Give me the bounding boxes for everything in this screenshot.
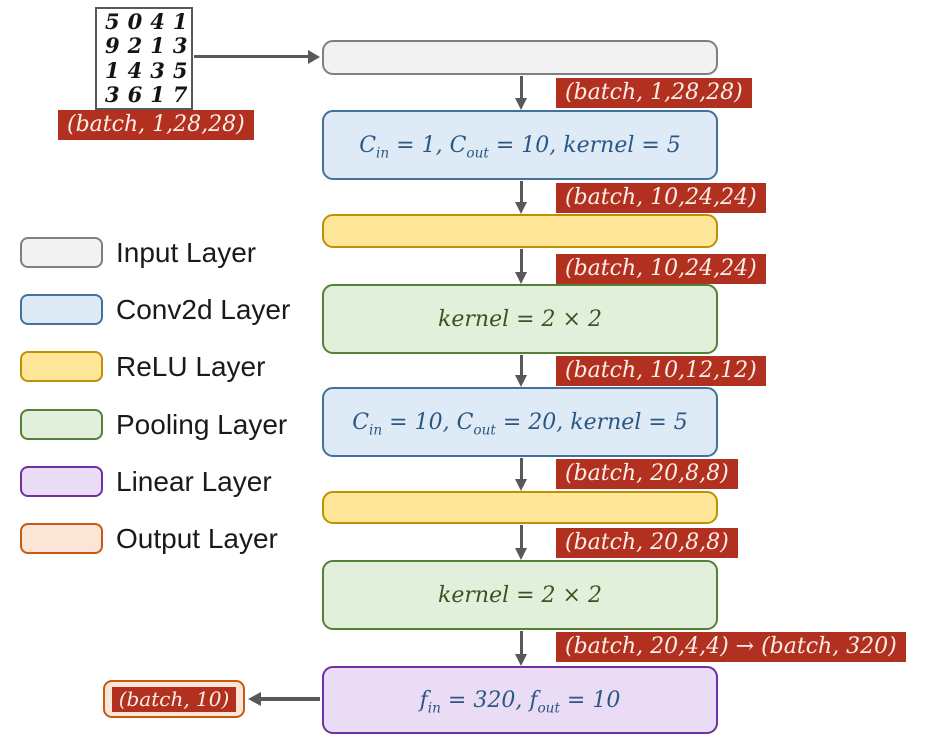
mnist-sample-image: 5041 9213 1435 3617 (95, 7, 193, 110)
legend-label: Conv2d Layer (116, 294, 291, 325)
edge-shape-label: (batch, 20,8,8) (556, 528, 738, 558)
edge-shape-label: (batch, 10,24,24) (556, 183, 766, 213)
linear-layer-swatch (20, 466, 103, 497)
edge-shape-label: (batch, 1,28,28) (556, 78, 752, 108)
conv2d-layer-2-node: Cin = 10, Cout = 20, kernel = 5 (322, 387, 718, 457)
input-layer-swatch (20, 237, 103, 268)
flow-arrow-down (515, 525, 527, 560)
edge-shape-label: (batch, 10,12,12) (556, 356, 766, 386)
pooling-layer-2-node: kernel = 2 × 2 (322, 560, 718, 630)
edge-shape-label: (batch, 20,8,8) (556, 459, 738, 489)
legend-item-output: Output Layer (20, 523, 278, 554)
legend-item-pooling: Pooling Layer (20, 409, 287, 440)
flow-arrow-down (515, 458, 527, 491)
flow-arrow-down (515, 76, 527, 110)
legend-item-input: Input Layer (20, 237, 256, 268)
pooling-layer-swatch (20, 409, 103, 440)
legend-label: Pooling Layer (116, 409, 288, 440)
output-layer-node: (batch, 10) (103, 680, 245, 718)
conv2d-2-params: Cin = 10, Cout = 20, kernel = 5 (352, 409, 688, 438)
flow-arrow-down (515, 181, 527, 214)
legend-label: Linear Layer (116, 466, 272, 497)
conv2d-layer-1-node: Cin = 1, Cout = 10, kernel = 5 (322, 110, 718, 180)
conv2d-layer-swatch (20, 294, 103, 325)
flow-arrow-down (515, 631, 527, 666)
edge-shape-label: (batch, 10,24,24) (556, 254, 766, 284)
input-shape-label: (batch, 1,28,28) (58, 110, 254, 140)
output-shape-label: (batch, 10) (111, 686, 237, 712)
linear-params: fin = 320, fout = 10 (419, 687, 621, 716)
legend-item-linear: Linear Layer (20, 466, 272, 497)
relu-layer-swatch (20, 351, 103, 382)
mnist-digits-row: 5041 (105, 9, 196, 35)
input-arrow (194, 49, 320, 64)
pooling-2-params: kernel = 2 × 2 (438, 582, 602, 608)
edge-shape-label: (batch, 20,4,4) → (batch, 320) (556, 632, 906, 662)
input-layer-node (322, 40, 718, 75)
legend-label: Input Layer (116, 237, 257, 268)
output-layer-swatch (20, 523, 103, 554)
legend-label: ReLU Layer (116, 351, 266, 382)
pooling-1-params: kernel = 2 × 2 (438, 306, 602, 332)
flow-arrow-down (515, 249, 527, 284)
relu-layer-2-node (322, 491, 718, 524)
mnist-digits-row: 1435 (105, 57, 196, 83)
output-arrow (248, 692, 320, 705)
conv2d-1-params: Cin = 1, Cout = 10, kernel = 5 (359, 132, 681, 161)
legend-label: Output Layer (116, 523, 278, 554)
relu-layer-1-node (322, 214, 718, 248)
legend-item-conv2d: Conv2d Layer (20, 294, 290, 325)
legend-item-relu: ReLU Layer (20, 351, 265, 382)
mnist-digits-row: 3617 (105, 81, 196, 107)
pooling-layer-1-node: kernel = 2 × 2 (322, 284, 718, 354)
flow-arrow-down (515, 355, 527, 387)
linear-layer-node: fin = 320, fout = 10 (322, 666, 718, 734)
mnist-digits-row: 9213 (105, 33, 196, 59)
